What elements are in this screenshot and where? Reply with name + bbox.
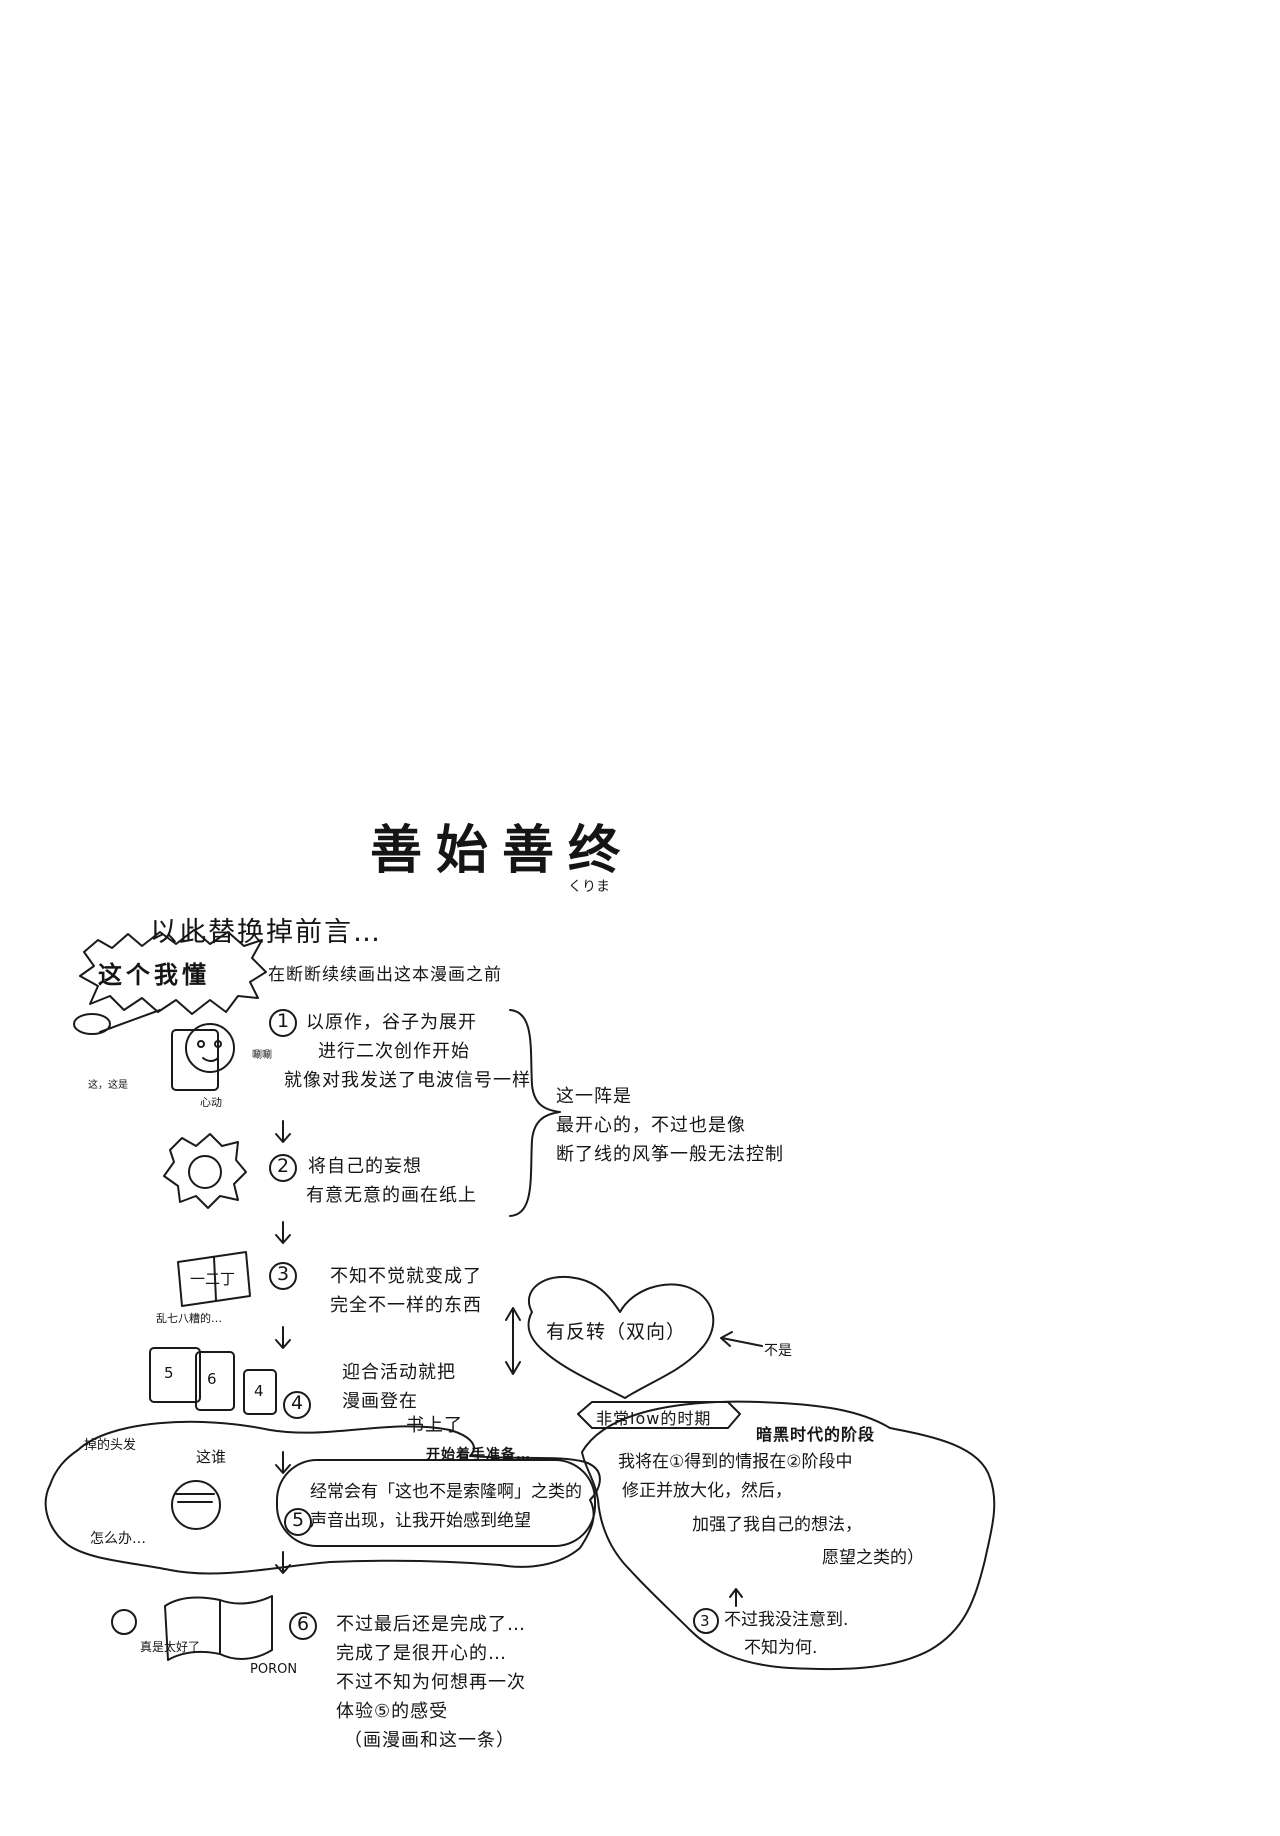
step1-line3: 就像对我发送了电波信号一样 [284,1070,531,1091]
before-text: 在断断续续画出这本漫画之前 [268,965,502,985]
brace-shape [509,1009,561,1217]
dark-note-1: 我将在①得到的情报在②阶段中 [618,1452,853,1472]
bracket-note-3: 断了线的风筝一般无法控制 [556,1144,784,1165]
doodle-so-good: 真是太好了 [140,1640,201,1654]
open-book-doodle [164,1595,273,1661]
step6-line1: 不过最后还是完成了… [336,1614,526,1635]
doodle-hair: 掉的头发 [84,1438,137,1453]
dark-note-4: 愿望之类的） [822,1548,924,1568]
step4-line2: 漫画登在 [342,1391,418,1412]
step3-line1: 不知不觉就变成了 [330,1266,482,1287]
paper-text: 一二丁 [190,1270,236,1288]
doodle-rustle: 唰唰 [252,1050,272,1061]
step5-line2: 声音出现，让我开始感到绝望 [310,1511,531,1531]
step3-number: 3 [276,1263,290,1285]
step1-line1: 以原作，谷子为展开 [306,1012,477,1033]
book-number-6: 6 [207,1370,217,1388]
step2-number: 2 [276,1155,290,1177]
step5-box [276,1459,596,1547]
step1-number: 1 [276,1010,290,1032]
step4-line3: 书上了 [406,1415,463,1436]
dark-era-label: 暗黑时代的阶段 [756,1425,876,1444]
step5-line1: 经常会有「这也不是索隆啊」之类的 [310,1482,582,1502]
step1-line2: 进行二次创作开始 [318,1041,470,1062]
step4-number: 4 [290,1392,304,1414]
cloud-left [44,1420,601,1575]
start-prep-label: 开始着手准备… [426,1447,531,1463]
step2-line1: 将自己的妄想 [308,1156,422,1177]
doodle-what-to-do: 怎么办… [90,1531,146,1547]
step6-number: 6 [296,1613,310,1635]
intro-text: 以此替换掉前言… [150,917,382,948]
step4-line1: 迎合活动就把 [342,1362,456,1383]
dark-step3-number: 3 [700,1612,710,1630]
doodle-this-is: 这，这是 [88,1080,128,1091]
bracket-note-2: 最开心的，不过也是像 [556,1115,746,1136]
doodle-messy: 乱七八糟的… [156,1312,222,1325]
paper-doodle [177,1251,251,1307]
step5-number: 5 [291,1509,305,1531]
bracket-note-1: 这一阵是 [556,1086,632,1107]
doodle-who: 这谁 [196,1448,227,1466]
dark-note-2: 修正并放大化，然后， [622,1481,792,1501]
dark-step3-line2: 不知为何. [744,1638,818,1658]
low-period-label: 非常low的时期 [596,1409,712,1428]
step6-line4: 体验⑤的感受 [336,1701,449,1722]
step6-line2: 完成了是很开心的… [336,1643,507,1664]
step2-line2: 有意无意的画在纸上 [306,1185,477,1206]
low-label-box [577,1401,741,1429]
cloud-right [581,1400,996,1671]
book-number-5: 5 [164,1364,174,1382]
not-label: 不是 [764,1343,792,1359]
book-number-4: 4 [254,1382,264,1400]
doodle-poron: PORON [250,1662,298,1677]
page-title: 善始善终 [370,821,635,881]
step6-line5: （画漫画和这一条） [344,1730,515,1751]
step3-line2: 完全不一样的东西 [330,1295,482,1316]
doodle-heartbeat: 心动 [200,1096,222,1109]
heart-shape [527,1275,715,1399]
spiky-badge-shape [79,929,267,1015]
dark-note-3: 加强了我自己的想法， [692,1515,862,1535]
dark-step3-line1: 不过我没注意到. [724,1610,849,1630]
step6-line3: 不过不知为何想再一次 [336,1672,526,1693]
badge-text: 这个我懂 [98,961,210,989]
heart-label: 有反转（双向） [546,1321,687,1343]
author-signature: くりま [568,879,610,895]
